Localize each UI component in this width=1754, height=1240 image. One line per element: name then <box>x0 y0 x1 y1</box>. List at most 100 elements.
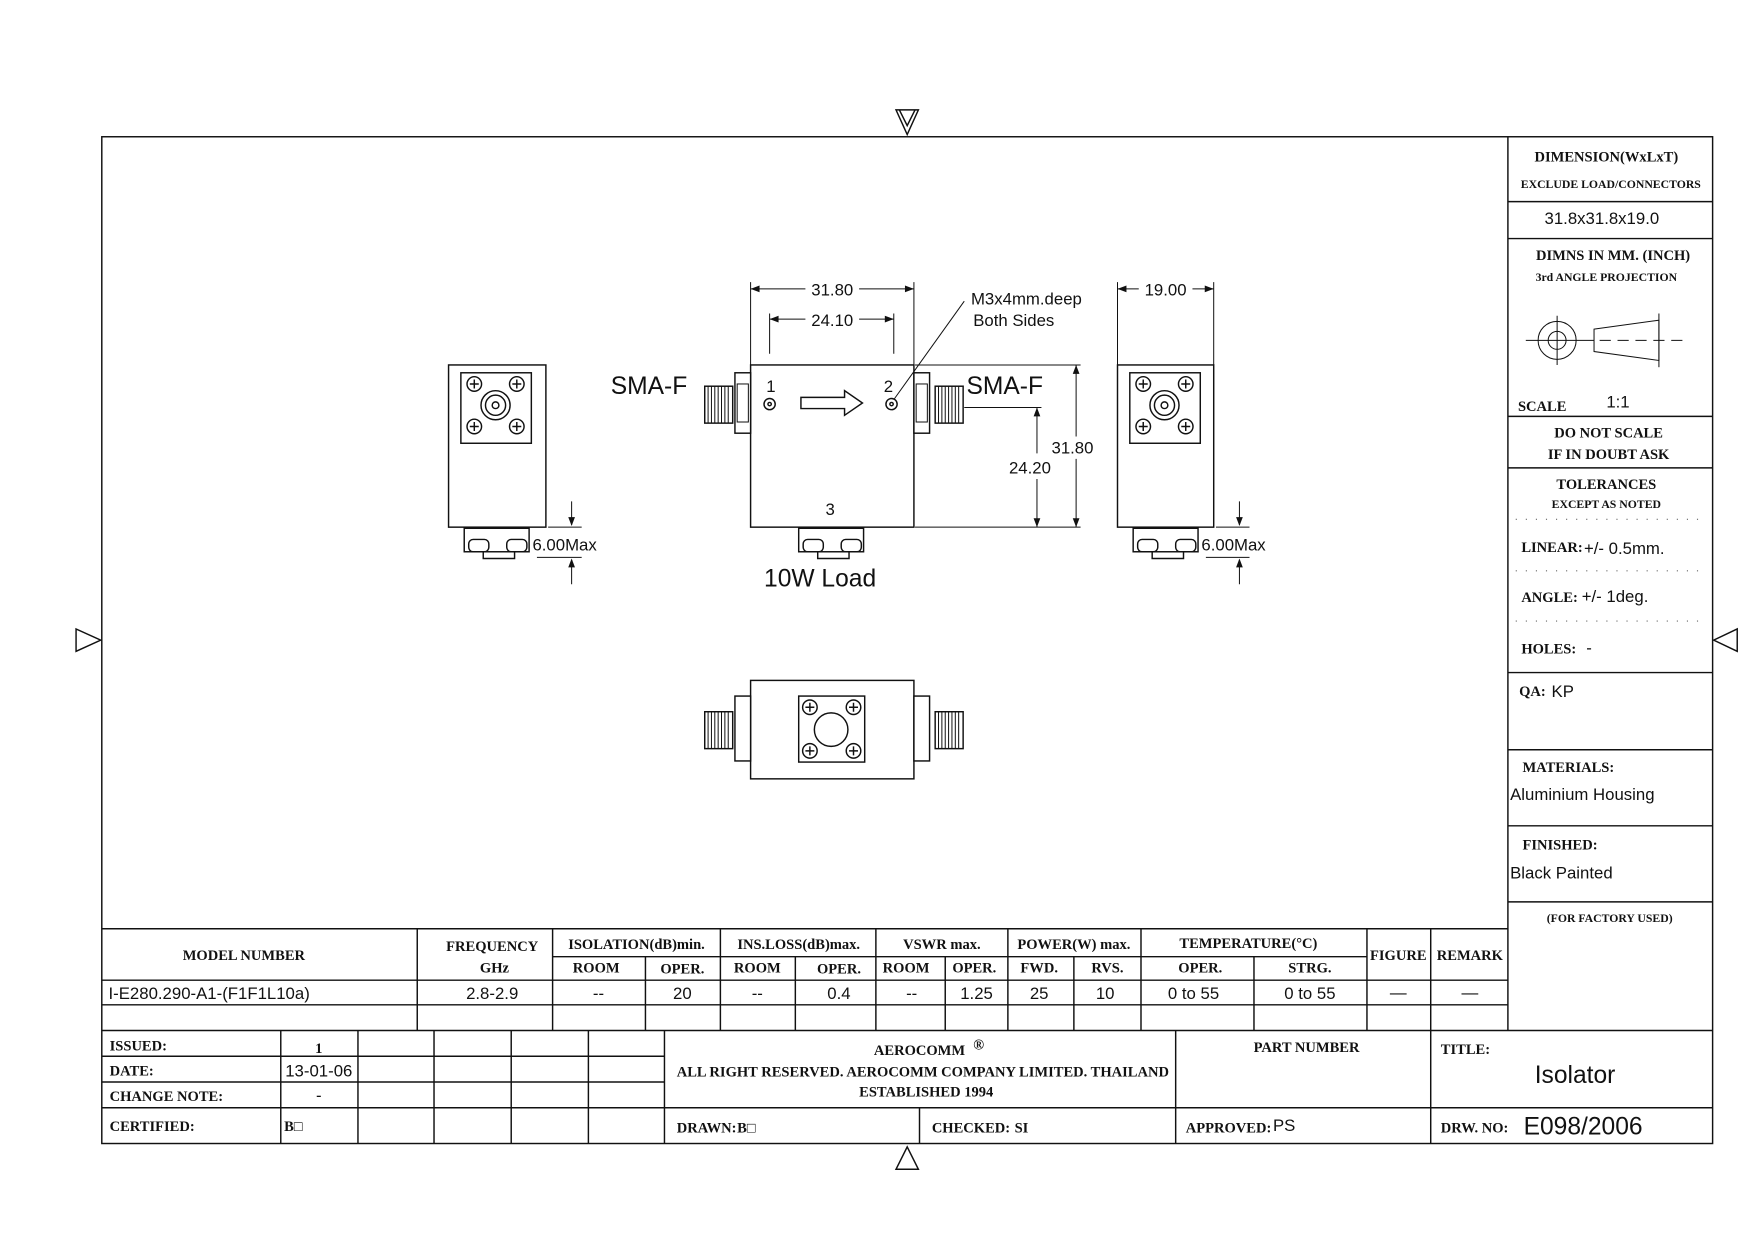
side-panel: DIMENSION(WxLxT) EXCLUDE LOAD/CONNECTORS… <box>1507 136 1713 1031</box>
dimension-subtitle: EXCLUDE LOAD/CONNECTORS <box>1521 178 1702 191</box>
cell-vswr-oper: 1.25 <box>960 984 993 1003</box>
doubt-note: IF IN DOUBT ASK <box>1548 447 1670 463</box>
left-center-marker-icon <box>75 627 103 653</box>
approved-label: APPROVED: <box>1186 1120 1272 1136</box>
subheader-room: ROOM <box>883 960 930 976</box>
right-center-marker-icon <box>1712 627 1738 653</box>
finished-value: Black Painted <box>1510 863 1613 882</box>
subheader-oper: OPER. <box>952 960 996 976</box>
header-temperature: TEMPERATURE(°C) <box>1179 936 1317 952</box>
scale-label: SCALE <box>1518 399 1566 415</box>
load-icon <box>1132 527 1199 560</box>
table-row: I-E280.290-A1-(F1F1L10a) 2.8-2.9 -- 20 -… <box>109 983 1479 1003</box>
connector-label-right: SMA-F <box>966 373 1043 400</box>
title-label: TITLE: <box>1441 1042 1490 1058</box>
header-vswr: VSWR max. <box>903 937 981 953</box>
change-note-value: - <box>316 1086 322 1105</box>
connector-flange-icon <box>461 373 531 443</box>
header-frequency-unit: GHz <box>480 960 510 976</box>
cell-power-fwd: 25 <box>1030 984 1049 1003</box>
load-height-dimension: 6.00Max <box>1201 536 1266 555</box>
company-name: AEROCOMM <box>874 1043 965 1059</box>
right-side-view: 19.00 6.00Max <box>1116 281 1266 585</box>
holes-label: HOLES: <box>1521 642 1576 658</box>
finished-label: FINISHED: <box>1522 837 1597 853</box>
title-block: ISSUED: 1 DATE: 13-01-06 CHANGE NOTE: - … <box>101 1030 1713 1144</box>
load-icon <box>463 527 530 560</box>
angle-value: +/- 1deg. <box>1582 587 1649 606</box>
date-value: 13-01-06 <box>285 1061 352 1080</box>
issued-label: ISSUED: <box>110 1039 167 1055</box>
date-label: DATE: <box>110 1063 154 1079</box>
cell-power-rvs: 10 <box>1096 984 1115 1003</box>
top-center-marker-icon <box>894 109 920 137</box>
connector-flange-icon <box>1130 373 1200 443</box>
header-figure: FIGURE <box>1370 948 1427 964</box>
bottom-center-marker-icon <box>894 1145 920 1170</box>
sma-connector-left-icon <box>704 710 734 750</box>
header-model-number: MODEL NUMBER <box>183 948 306 964</box>
cell-insloss-oper: 0.4 <box>827 984 850 1003</box>
subheader-strg: STRG. <box>1288 960 1331 976</box>
subheader-room: ROOM <box>734 960 781 976</box>
no-scale-note: DO NOT SCALE <box>1554 426 1663 442</box>
load-label: 10W Load <box>764 565 876 592</box>
connector-height-dimension: 24.20 <box>1009 458 1051 477</box>
factory-use-note: (FOR FACTORY USED) <box>1547 912 1673 925</box>
subheader-oper: OPER. <box>817 961 861 977</box>
drawn-label: DRAWN: <box>677 1120 737 1136</box>
header-power: POWER(W) max. <box>1017 937 1130 953</box>
front-view: SMA-F SMA-F 1 2 3 10W Load 31.80 24.10 M… <box>611 281 1094 593</box>
tolerances-title: TOLERANCES <box>1556 477 1656 493</box>
drawing-number-label: DRW. NO: <box>1441 1120 1509 1136</box>
height-dimension: 31.80 <box>1052 438 1094 457</box>
cell-frequency: 2.8-2.9 <box>466 984 518 1003</box>
checked-value: SI <box>1015 1120 1029 1136</box>
mount-hole-icon <box>763 397 776 411</box>
header-frequency: FREQUENCY <box>446 939 539 955</box>
port-1-label: 1 <box>766 377 775 396</box>
qa-label: QA: <box>1519 684 1546 700</box>
direction-arrow-icon <box>800 389 864 417</box>
change-note-label: CHANGE NOTE: <box>110 1089 223 1105</box>
scale-value: 1:1 <box>1606 392 1629 411</box>
cell-temp-oper: 0 to 55 <box>1168 984 1219 1003</box>
sma-connector-left-icon <box>704 385 734 424</box>
certified-value: B□ <box>284 1119 303 1135</box>
spec-table: MODEL NUMBER FREQUENCY GHz ISOLATION(dB)… <box>101 928 1713 1032</box>
subheader-oper: OPER. <box>1178 960 1222 976</box>
established-note: ESTABLISHED 1994 <box>859 1085 993 1101</box>
load-icon <box>797 527 865 560</box>
drawing-number: E098/2006 <box>1524 1114 1643 1141</box>
sma-connector-right-icon <box>934 710 964 750</box>
third-angle-projection-icon <box>1525 313 1687 368</box>
hole-spacing-dimension: 24.10 <box>811 311 853 330</box>
drawing-title: Isolator <box>1535 1062 1616 1089</box>
header-remark: REMARK <box>1437 948 1504 964</box>
width-dimension: 31.80 <box>811 281 853 300</box>
tolerances-subtitle: EXCEPT AS NOTED <box>1552 498 1661 511</box>
header-isolation: ISOLATION(dB)min. <box>568 937 705 953</box>
angle-label: ANGLE: <box>1521 590 1578 606</box>
qa-value: KP <box>1552 682 1574 701</box>
projection-note: 3rd ANGLE PROJECTION <box>1536 271 1678 284</box>
linear-value: +/- 0.5mm. <box>1584 539 1665 558</box>
cell-model: I-E280.290-A1-(F1F1L10a) <box>109 984 310 1003</box>
cell-insloss-room: -- <box>752 984 763 1003</box>
bottom-view <box>704 679 964 780</box>
dimension-value: 31.8x31.8x19.0 <box>1545 209 1660 228</box>
cell-remark: — <box>1461 983 1478 1002</box>
sma-connector-right-icon <box>934 385 964 424</box>
cell-temp-strg: 0 to 55 <box>1284 984 1335 1003</box>
registered-mark: ® <box>973 1038 984 1054</box>
thickness-dimension: 19.00 <box>1145 281 1187 300</box>
linear-label: LINEAR: <box>1521 540 1582 556</box>
hole-note-line1: M3x4mm.deep <box>971 290 1082 309</box>
cell-isolation-oper: 20 <box>673 984 692 1003</box>
cell-isolation-room: -- <box>593 984 604 1003</box>
drawn-value: B□ <box>737 1120 756 1136</box>
checked-label: CHECKED: <box>932 1120 1010 1136</box>
connector-label-left: SMA-F <box>611 373 688 400</box>
mount-hole-icon <box>885 397 898 411</box>
